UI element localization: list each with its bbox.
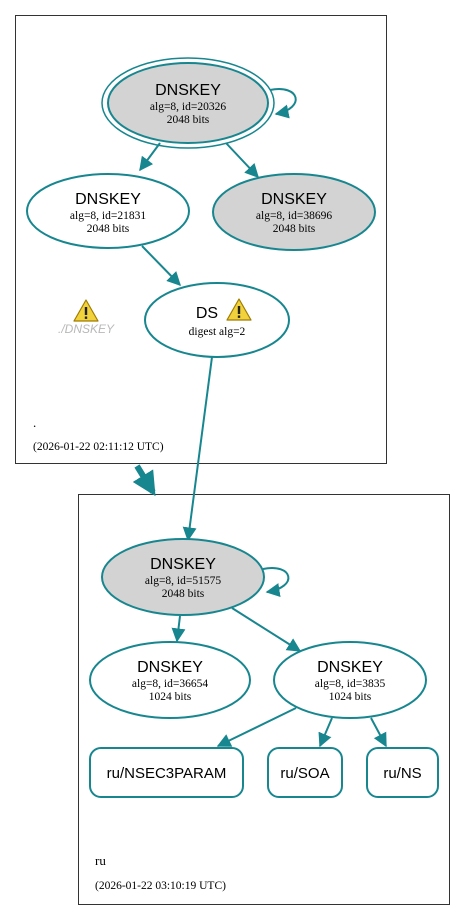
- root-zone-box: . (2026-01-22 02:11:12 UTC): [15, 15, 387, 464]
- node-bits: 2048 bits: [87, 223, 130, 235]
- root-zone-timestamp: (2026-01-22 02:11:12 UTC): [33, 441, 164, 453]
- missing-dnskey-indicator: ./DNSKEY: [58, 299, 115, 336]
- node-alg-id: alg=8, id=20326: [150, 101, 226, 113]
- edge-root-ksk-self: [269, 88, 297, 119]
- rrset-nsec3param[interactable]: ru/NSEC3PARAM: [89, 747, 244, 798]
- root-zone-name: .: [33, 415, 36, 430]
- node-title: DNSKEY: [155, 82, 221, 99]
- warning-triangle-icon: [73, 299, 99, 322]
- rrset-soa[interactable]: ru/SOA: [267, 747, 343, 798]
- node-bits: 1024 bits: [149, 691, 192, 703]
- edges: [139, 88, 387, 748]
- dnskey-node-21831[interactable]: DNSKEY alg=8, id=21831 2048 bits: [26, 173, 190, 249]
- dnskey-node-3835[interactable]: DNSKEY alg=8, id=3835 1024 bits: [273, 641, 427, 719]
- node-alg-id: alg=8, id=21831: [70, 210, 146, 222]
- node-bits: 2048 bits: [273, 223, 316, 235]
- ds-digest: digest alg=2: [189, 326, 246, 338]
- rrset-ns[interactable]: ru/NS: [366, 747, 439, 798]
- delegation-arrow: [132, 464, 156, 497]
- edge-3835-to-ns: [370, 717, 387, 748]
- rrset-label: ru/NSEC3PARAM: [107, 765, 227, 782]
- warning-triangle-icon: [226, 298, 252, 321]
- edge-ru-ksk-to-3835: [231, 607, 302, 652]
- node-bits: 2048 bits: [167, 114, 210, 126]
- node-title: DNSKEY: [75, 191, 141, 208]
- node-alg-id: alg=8, id=3835: [315, 678, 386, 690]
- edge-3835-to-nsec3param: [216, 707, 297, 747]
- ds-title: DS: [196, 305, 218, 322]
- edge-21831-to-ds: [141, 245, 181, 287]
- ru-zone-name: ru: [95, 853, 106, 868]
- node-title: DNSKEY: [261, 191, 327, 208]
- dnskey-node-51575[interactable]: DNSKEY alg=8, id=51575 2048 bits: [101, 538, 265, 616]
- edge-ru-ksk-to-36654: [171, 615, 186, 643]
- rrset-label: ru/NS: [383, 765, 421, 782]
- node-title: DNSKEY: [137, 659, 203, 676]
- edge-ru-ksk-self: [262, 567, 290, 597]
- node-title: DNSKEY: [317, 659, 383, 676]
- ru-zone-timestamp: (2026-01-22 03:10:19 UTC): [95, 880, 226, 892]
- edge-root-ksk-to-21831: [139, 142, 161, 172]
- edge-root-ksk-to-38696: [225, 142, 259, 179]
- ghost-dnskey-label: ./DNSKEY: [58, 322, 115, 336]
- node-alg-id: alg=8, id=36654: [132, 678, 208, 690]
- dnskey-node-20326[interactable]: DNSKEY alg=8, id=20326 2048 bits: [101, 57, 275, 149]
- node-alg-id: alg=8, id=51575: [145, 575, 221, 587]
- node-title: DNSKEY: [150, 556, 216, 573]
- ru-zone-box: ru (2026-01-22 03:10:19 UTC): [78, 494, 450, 905]
- node-bits: 2048 bits: [162, 588, 205, 600]
- edge-ds-to-ru-ksk: [182, 356, 213, 542]
- node-bits: 1024 bits: [329, 691, 372, 703]
- dnskey-node-38696[interactable]: DNSKEY alg=8, id=38696 2048 bits: [212, 173, 376, 251]
- ds-node[interactable]: DS digest alg=2: [144, 282, 290, 358]
- node-alg-id: alg=8, id=38696: [256, 210, 332, 222]
- rrset-label: ru/SOA: [280, 765, 329, 782]
- dnskey-node-36654[interactable]: DNSKEY alg=8, id=36654 1024 bits: [89, 641, 251, 719]
- edge-3835-to-soa: [318, 717, 333, 748]
